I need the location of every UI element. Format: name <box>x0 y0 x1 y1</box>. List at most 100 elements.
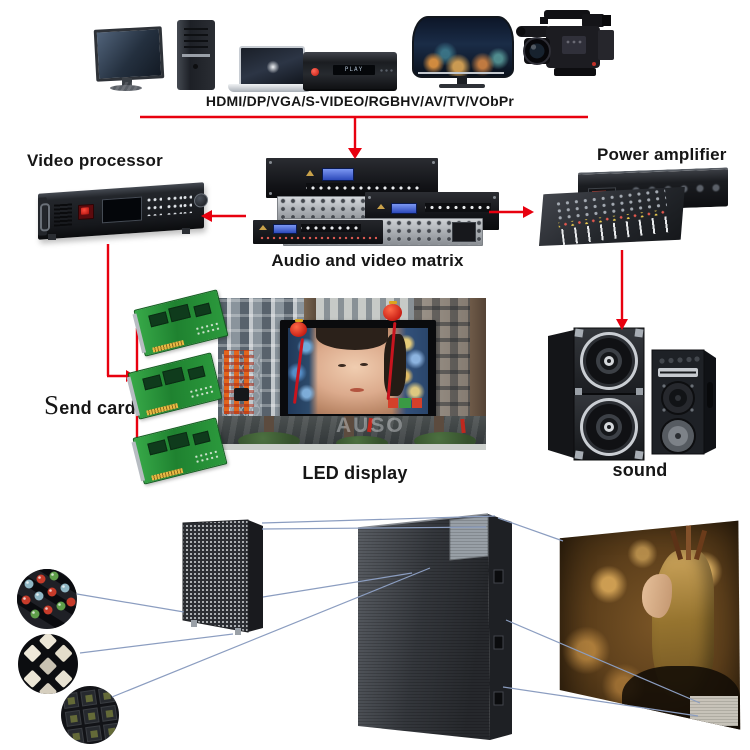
video-processor-label: Video processor <box>27 151 163 170</box>
matrix-rack-front-slim <box>253 220 383 244</box>
power-module <box>452 222 476 242</box>
button-group <box>182 193 192 214</box>
monitor-screen <box>93 26 165 82</box>
button-group <box>166 193 182 215</box>
video-processor-chassis <box>38 182 208 240</box>
brand-logo-icon <box>377 204 385 209</box>
chip <box>168 303 191 323</box>
desktop-computer-image <box>92 18 227 100</box>
dip-led-closeup-circle <box>17 569 77 629</box>
tv-stand-neck <box>457 76 467 84</box>
power-amplifier-label: Power amplifier <box>597 145 727 164</box>
module-foot <box>235 628 241 635</box>
chip <box>148 311 169 328</box>
tower-vents <box>184 28 208 48</box>
screen-cabinet-patch <box>690 696 738 726</box>
dvd-buttons <box>379 68 393 73</box>
send-card-image <box>131 417 228 485</box>
chip <box>187 365 206 381</box>
matrix-lcd <box>391 203 417 214</box>
smd-led-closeup-circle <box>18 634 78 694</box>
led-screen-content <box>288 328 428 414</box>
components <box>194 321 221 337</box>
sound-label: sound <box>612 460 668 480</box>
keyboard <box>92 82 178 97</box>
jog-knob <box>194 192 208 208</box>
chip <box>192 430 211 446</box>
matrix-buttons <box>301 224 361 232</box>
brand-logo-icon <box>259 225 267 230</box>
button-group <box>146 195 162 217</box>
chip <box>142 374 163 391</box>
large-speaker <box>548 327 645 461</box>
laptop-logo-glow <box>267 60 279 74</box>
smd-pixels <box>62 687 119 744</box>
tv-screen <box>412 16 514 78</box>
led-display-photo: AUSO <box>218 298 486 450</box>
face-hair <box>316 328 388 350</box>
side-port <box>707 382 713 408</box>
power-amplifier-image <box>536 162 728 252</box>
connector-row <box>259 235 377 241</box>
module-foot <box>191 620 197 627</box>
monitor-base <box>110 85 142 91</box>
arrow-to-power-amplifier <box>523 206 534 218</box>
vent-grille <box>54 203 72 227</box>
laptop-lid <box>239 46 305 86</box>
audio-video-matrix-image <box>253 150 499 256</box>
sound-speakers-image <box>548 327 716 461</box>
matrix-lcd <box>273 224 297 234</box>
chip <box>147 439 168 456</box>
red-lantern <box>290 322 307 337</box>
figure-face <box>642 574 672 618</box>
brand-logo-icon <box>306 170 314 176</box>
building-column <box>470 298 486 422</box>
camera-panel <box>562 36 586 54</box>
record-indicator <box>592 62 596 66</box>
tv-bottom-edge <box>418 72 504 74</box>
led-module-image <box>182 519 263 635</box>
red-lantern <box>383 304 402 321</box>
outdoor-led-screen <box>280 320 436 424</box>
dvd-front-display: PLAY <box>333 65 375 75</box>
chip <box>162 366 185 386</box>
camera-battery <box>598 30 614 60</box>
pc-tower <box>177 20 215 90</box>
camera-microphone <box>516 26 552 37</box>
small-speaker <box>651 349 716 455</box>
laptop-base <box>228 84 312 92</box>
edge-connector <box>152 339 185 353</box>
smd-chips <box>24 634 72 694</box>
speaker-driver <box>580 332 638 390</box>
matrix-rack-black-large <box>266 158 438 198</box>
speaker-driver <box>660 418 696 454</box>
black-smd-closeup-circle <box>61 686 119 744</box>
edge-connector <box>151 467 184 481</box>
send-card-label: Send card <box>44 390 136 420</box>
components <box>188 384 215 400</box>
signal-bus-label: HDMI/DP/VGA/S-VIDEO/RGBHV/AV/TV/VObPr <box>205 93 515 109</box>
components <box>193 449 220 465</box>
card-bracket <box>132 313 147 354</box>
send-card-image <box>126 352 223 420</box>
cabinet-side <box>488 514 512 740</box>
edge-connector <box>146 402 179 416</box>
stage-light <box>234 388 249 401</box>
rack-handle <box>40 202 50 232</box>
curved-tv-image <box>412 16 514 92</box>
rack-foot <box>182 228 190 234</box>
processor-lcd <box>102 196 142 224</box>
video-processor-image <box>34 172 210 248</box>
matrix-buttons <box>306 183 420 193</box>
dvd-player-image: PLAY <box>303 52 397 91</box>
speaker-driver <box>661 381 695 415</box>
video-camera-image <box>516 10 614 76</box>
dvd-brand-dot <box>311 68 319 76</box>
camera-base <box>554 68 596 76</box>
chip <box>193 302 212 318</box>
screen-ad-logo <box>388 398 424 408</box>
camera-handle <box>544 10 590 19</box>
laptop-image <box>228 46 312 92</box>
figure-crown <box>686 524 691 560</box>
